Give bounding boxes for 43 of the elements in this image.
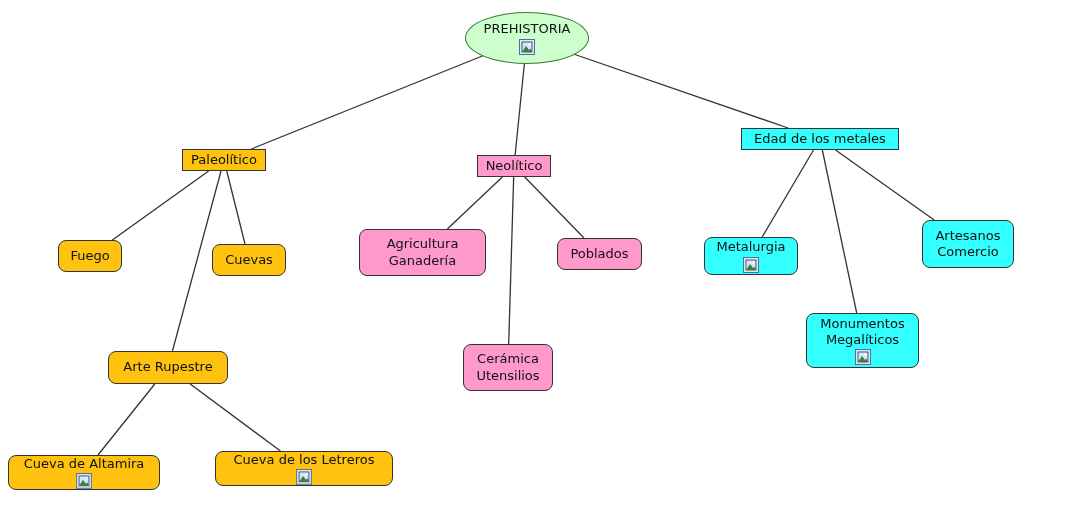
concept-box bbox=[922, 220, 1014, 268]
node-label: Agricultura Ganadería bbox=[385, 236, 460, 269]
node-label: Arte Rupestre bbox=[123, 359, 213, 376]
connector-line bbox=[111, 170, 210, 241]
concept-box bbox=[359, 229, 486, 276]
connector-line bbox=[761, 149, 815, 238]
concept-box bbox=[463, 344, 553, 391]
connector-line bbox=[821, 149, 858, 314]
node-label: Cueva de Altamira bbox=[23, 456, 145, 473]
connector-line bbox=[834, 149, 935, 221]
node-label: Poblados bbox=[570, 245, 629, 263]
connector-line bbox=[446, 176, 503, 230]
connector-line bbox=[97, 383, 156, 456]
connector-line bbox=[189, 383, 282, 452]
node-label: Monumentos Megalíticos bbox=[819, 315, 906, 349]
node-label: Cerámica Utensilios bbox=[475, 351, 541, 384]
connector-line bbox=[171, 170, 222, 352]
node-label: PREHISTORIA bbox=[483, 21, 571, 38]
category-box bbox=[741, 128, 899, 150]
node-label: Artesanos Comercio bbox=[934, 227, 1002, 261]
concept-box bbox=[58, 240, 122, 272]
node-label: Paleolítico bbox=[191, 151, 257, 169]
category-box bbox=[182, 149, 266, 171]
connector-line bbox=[226, 170, 246, 245]
node-label: Edad de los metales bbox=[754, 130, 886, 148]
node-label: Metalurgia bbox=[716, 239, 786, 256]
concept-box bbox=[806, 313, 919, 368]
connector-line bbox=[508, 176, 515, 345]
connector-line bbox=[250, 55, 483, 150]
concept-box bbox=[557, 238, 642, 270]
category-box bbox=[477, 155, 551, 177]
concept-box bbox=[215, 451, 393, 486]
connector-line bbox=[514, 63, 525, 156]
connector-line bbox=[574, 53, 789, 129]
concept-box bbox=[212, 244, 286, 276]
connector-line bbox=[524, 176, 585, 239]
node-label: Cueva de los Letreros bbox=[233, 452, 375, 469]
node-label: Cuevas bbox=[225, 251, 273, 269]
concept-box bbox=[108, 351, 228, 384]
node-label: Neolítico bbox=[485, 157, 543, 175]
concept-box bbox=[8, 455, 160, 490]
node-label: Fuego bbox=[70, 247, 110, 265]
concept-box bbox=[704, 237, 798, 275]
